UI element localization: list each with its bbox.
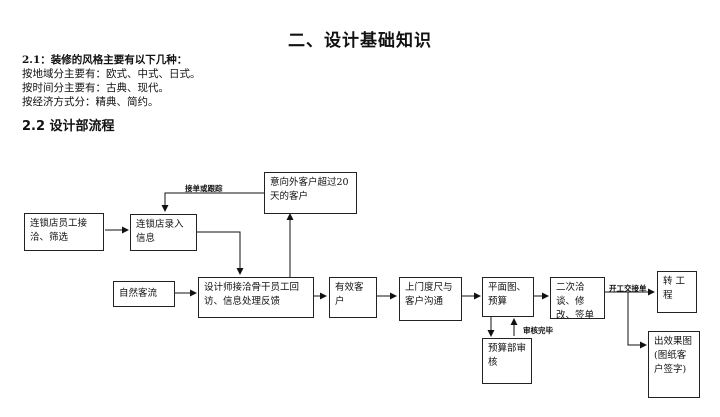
page-title: 二、设计基础知识 bbox=[288, 31, 432, 51]
label-follow: 接单或跟踪 bbox=[185, 184, 223, 193]
arrow-second-to-render bbox=[627, 292, 647, 349]
box-plan-budget: 平面图、预算 bbox=[482, 277, 534, 317]
arrow-entry-to-designer bbox=[197, 231, 244, 275]
box-valid-customer: 有效客户 bbox=[329, 277, 377, 318]
box-second-negotiation: 二次洽谈、修改、签单 bbox=[550, 277, 605, 321]
label-handover: 开工交接单 bbox=[609, 284, 647, 293]
style-line-economy: 按经济方式分：精典、简约。 bbox=[22, 96, 159, 108]
section-2-1-heading: 2.1：装修的风格主要有以下几种： bbox=[22, 54, 188, 66]
label-audited: 审核完毕 bbox=[523, 326, 553, 335]
box-budget-review: 预算部审核 bbox=[482, 338, 532, 384]
box-designer: 设计师接洽骨干员工回访、信息处理反馈 bbox=[198, 277, 314, 318]
box-chain-staff: 连锁店员工接洽、筛选 bbox=[24, 213, 104, 251]
style-line-region: 按地域分主要有：欧式、中式、日式。 bbox=[22, 68, 201, 80]
box-natural-traffic: 自然客流 bbox=[113, 281, 175, 307]
box-chain-entry: 连锁店录入信息 bbox=[130, 214, 197, 251]
section-2-2-heading: 2.2 设计部流程 bbox=[22, 119, 115, 134]
box-transfer-engineering: 转 工程 bbox=[657, 271, 697, 313]
box-measure: 上门度尺与客户沟通 bbox=[399, 277, 462, 321]
arrow-intent-to-entry bbox=[161, 192, 264, 212]
style-line-era: 按时间分主要有：古典、现代。 bbox=[22, 82, 169, 94]
box-intent-over20: 意向外客户超过20天的客户 bbox=[264, 172, 357, 214]
box-render-drawing: 出效果图(图纸客户签字) bbox=[648, 331, 700, 398]
